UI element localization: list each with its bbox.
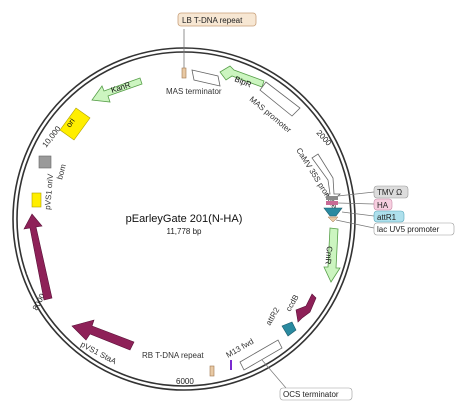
plasmid-name: pEarleyGate 201(N-HA): [126, 213, 243, 225]
lacuv5-box: [373, 222, 455, 236]
ocs-leader: [261, 359, 287, 389]
lb-repeat-feature: [181, 67, 187, 79]
cmr-feature: [323, 227, 341, 283]
rb-repeat-feature: [209, 365, 215, 377]
lb-repeat-box: [177, 12, 257, 27]
pvs1-repa-feature: [23, 213, 53, 301]
kanr-label: KanR: [110, 80, 132, 95]
ocs-feature: [239, 339, 283, 371]
ha-leader: [337, 202, 375, 205]
cmr-label: CmR: [323, 246, 334, 265]
ocs-box: [279, 387, 353, 401]
bom-label: bom: [55, 163, 68, 181]
attr1-feature: [323, 207, 343, 217]
mas-terminator-label: MAS terminator: [166, 87, 222, 96]
pvs1-staa-feature: [71, 319, 135, 351]
pvs1-oriv-feature: [31, 192, 42, 208]
bom-feature: [38, 155, 52, 169]
tmv-leader: [337, 191, 375, 197]
lacuv5-feature: [327, 216, 339, 223]
ha-label: HA: [377, 201, 389, 210]
ha-feature: [326, 201, 338, 205]
tick-6000: 6000: [176, 377, 194, 386]
attr2-label: attR2: [264, 305, 282, 327]
mas-promoter-feature: [259, 81, 301, 117]
attr1-label: attR1: [377, 213, 397, 222]
tmv-feature: [326, 196, 338, 200]
rb-repeat-label: RB T-DNA repeat: [142, 351, 204, 360]
tmv-label: TMV Ω: [377, 188, 402, 197]
plasmid-size: 11,778 bp: [167, 227, 203, 236]
bipr-feature: [219, 65, 265, 88]
attr1-leader: [341, 211, 375, 217]
ha-box: [373, 198, 393, 211]
attr2-feature: [281, 321, 297, 337]
m13fwd-feature: [230, 360, 232, 370]
lb-repeat-label: LB T-DNA repeat: [182, 16, 243, 25]
ori-feature: [59, 107, 91, 141]
lacuv5-label: lac UV5 promoter: [377, 225, 440, 234]
lacuv5-leader: [335, 219, 375, 229]
pvs1-oriv-label: pVS1 oriV: [43, 173, 55, 210]
ccdb-feature: [295, 293, 317, 323]
tmv-box: [373, 185, 409, 199]
mas-terminator-feature: [191, 69, 221, 87]
ocs-label: OCS terminator: [283, 390, 339, 399]
kanr-feature: [91, 77, 143, 103]
attr1-box: [373, 210, 405, 223]
